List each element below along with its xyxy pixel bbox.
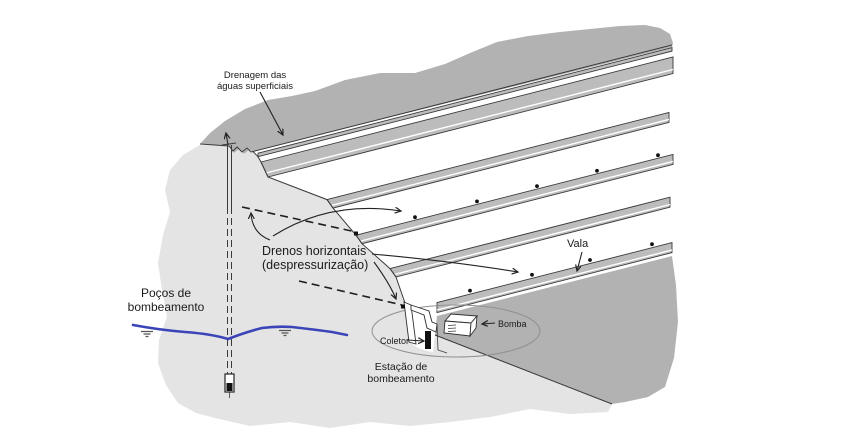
pumping-wells-label-line1: Poços de (141, 286, 191, 300)
drain-outlet-dots (413, 153, 660, 293)
collector-pipe (425, 331, 431, 349)
berm-ditch-line-1 (331, 118, 670, 206)
horizontal-drain-dashed-upper (241, 206, 357, 233)
well-pump-dark (226, 383, 233, 391)
drains-arrow-toe (373, 261, 396, 299)
pumping-station (403, 301, 478, 354)
water-table (131, 323, 349, 341)
berm-ditch-line-2 (360, 160, 674, 242)
pit-floor (435, 256, 678, 404)
drain-outlet-square-upper (354, 231, 358, 236)
cross-section-face (158, 145, 612, 428)
surface-drainage-arrow (259, 91, 283, 135)
water-table-symbol (141, 330, 153, 338)
surface-drainage-label-line2: águas superficiais (217, 81, 293, 92)
berm-ditch-line-4 (436, 249, 673, 311)
horizontal-drains-label-line1: Drenos horizontais (262, 244, 366, 258)
surface-drainage-label-line1: Drenagem das (224, 70, 287, 81)
vala-arrow (577, 251, 583, 271)
pumping-well (221, 133, 237, 398)
coletor-arrow (406, 340, 424, 341)
pump-box (443, 313, 478, 338)
water-table-line (131, 323, 349, 341)
drains-arrow-upper-dash (251, 213, 271, 241)
drains-arrow-bench2 (272, 208, 401, 237)
crest-edge-line (199, 44, 673, 153)
well-casing-solid (227, 145, 232, 207)
bench-left-edge (252, 151, 406, 304)
crest-ditch-strip (257, 47, 673, 158)
well-casing-screen (227, 207, 232, 374)
top-surface (200, 25, 673, 154)
bomba-arrow (482, 323, 496, 324)
bomba-label: Bomba (498, 319, 527, 329)
pit-toe-line (434, 334, 613, 405)
station-ellipse (371, 304, 541, 358)
drain-outlet-square-lower (401, 304, 405, 309)
pumping-station-label-line2: bombeamento (367, 373, 434, 385)
station-pit-wall (403, 301, 417, 345)
pumping-wells-label-line2: bombeamento (128, 300, 205, 314)
berm-ditch-line-3 (394, 203, 671, 275)
water-table-symbol (279, 329, 291, 337)
coletor-label: Coletor (380, 336, 409, 346)
horizontal-drains-label-line2: (despressurização) (262, 258, 368, 272)
station-pit-right-wall (436, 323, 448, 354)
well-cap-tick (221, 142, 237, 146)
collector-channel (410, 304, 438, 333)
vala-label: Vala (567, 238, 589, 250)
pumping-station-label-line1: Estação de (375, 361, 428, 373)
crest-berm-ditch-line (265, 68, 674, 174)
well-outflow-arrow (226, 133, 228, 146)
horizontal-drain-dashed-lower (298, 280, 403, 306)
drains-arrow-bench4 (371, 253, 518, 272)
